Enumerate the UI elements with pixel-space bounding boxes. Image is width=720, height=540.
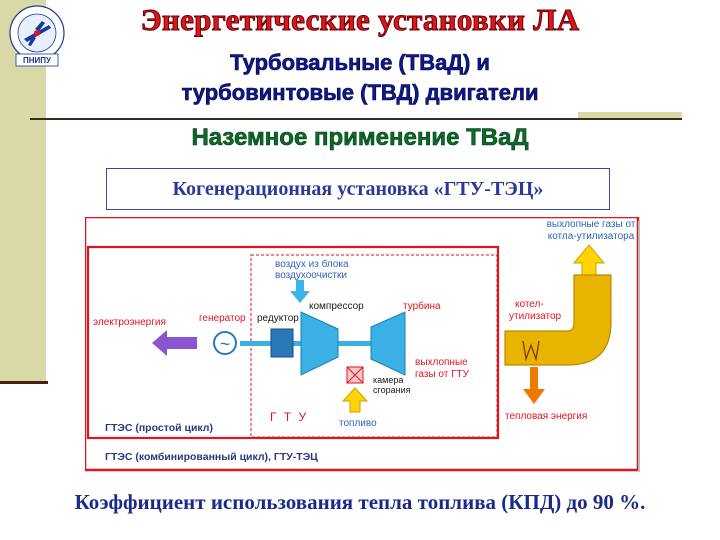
exhaust-top-label-1: выхлопные газы от — [547, 219, 636, 230]
chamber-label-1: камера — [373, 375, 403, 385]
simple-cycle-frame — [86, 245, 500, 440]
university-logo: ПНИПУ — [9, 5, 65, 67]
heat-arrow — [523, 367, 545, 404]
boiler-label-2: утилизатор — [509, 311, 562, 322]
generator-symbol: ~ — [220, 334, 231, 354]
air-label-1: воздух из блока — [275, 258, 349, 270]
turbine-label: турбина — [403, 300, 441, 312]
boiler-label-1: котел- — [515, 299, 544, 310]
generator — [213, 331, 237, 355]
subtitle-line-2: турбовинтовые (ТВД) двигатели — [181, 80, 539, 106]
frame-shadow — [638, 221, 640, 472]
chamber-label-2: сгорания — [373, 385, 411, 395]
sidebar-divider — [0, 381, 48, 384]
boxed-caption: Когенерационная установка «ГТУ-ТЭЦ» — [106, 168, 610, 210]
electricity-label: электроэнергия — [93, 317, 166, 328]
reducer-label: редуктор — [257, 313, 299, 324]
rule-accent — [578, 112, 682, 120]
exhaust-top-label-2: котла-утилизатора — [548, 231, 635, 242]
boiler-pipe — [504, 274, 612, 366]
footer-text: Коэффициент использования тепла топлива … — [74, 490, 646, 514]
exhaust-mid-label-2: газы от ГТУ — [415, 369, 470, 380]
heat-coil — [522, 340, 540, 362]
simple-cycle-label: ГТЭС (простой цикл) — [105, 422, 213, 434]
fuel-label: топливо — [339, 418, 377, 429]
fuel-arrow — [341, 387, 369, 413]
gtu-label: Г Т У — [270, 410, 308, 424]
cogeneration-diagram: выхлопные газы от котла-утилизатора коте… — [85, 217, 640, 472]
combined-cycle-label: ГТЭС (комбинированный цикл), ГТУ-ТЭЦ — [105, 451, 318, 463]
electricity-arrow — [152, 330, 197, 356]
compressor — [300, 311, 339, 376]
turbine — [370, 311, 406, 376]
air-label-2: воздухоочистки — [275, 270, 347, 281]
air-arrow — [290, 280, 310, 303]
subtitle-line-1: Турбовальные (ТВаД) и — [230, 50, 491, 76]
chamber-cross — [346, 366, 364, 384]
logo-abbr: ПНИПУ — [23, 56, 52, 65]
compressor-label: компрессор — [309, 301, 364, 312]
page-title: Энергетические установки ЛА — [140, 2, 580, 38]
generator-label: генератор — [199, 313, 246, 324]
section-heading: Наземное применение ТВаД — [191, 124, 529, 152]
heat-label: тепловая энергия — [505, 411, 587, 422]
title-rule — [30, 118, 682, 120]
exhaust-mid-label-1: выхлопные — [415, 357, 468, 368]
reducer — [270, 328, 294, 358]
